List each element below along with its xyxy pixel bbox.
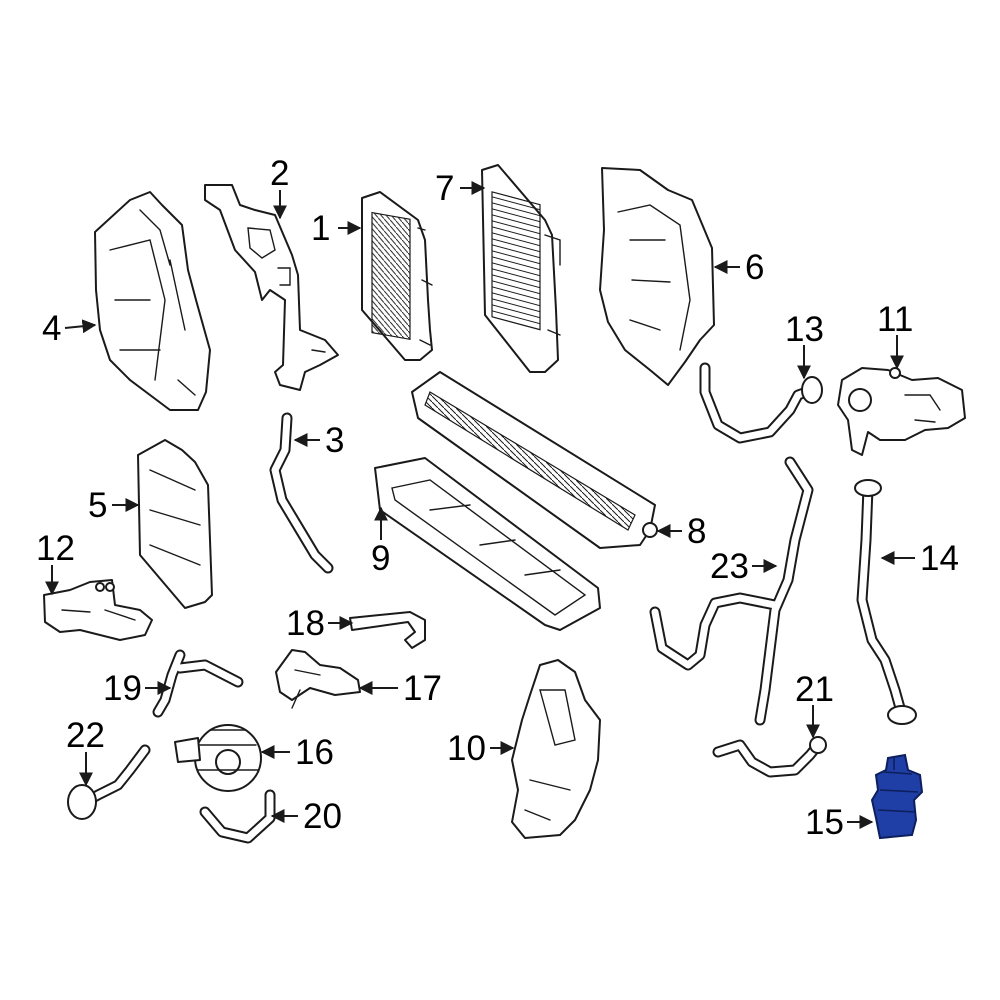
part-4-shroud[interactable]	[94, 191, 211, 411]
callout-10: 10	[447, 729, 486, 768]
part-2-bracket[interactable]	[204, 184, 339, 391]
callout-23: 23	[710, 547, 749, 586]
callout-5: 5	[88, 486, 107, 525]
part-5-control-module[interactable]	[137, 439, 213, 609]
part-22-hose[interactable]	[67, 744, 151, 820]
callout-6: 6	[745, 248, 764, 287]
callout-22: 22	[66, 716, 105, 755]
callout-labels: 1 2 3 4 5 6 7 8 9 10 11 12 13 14 15 16 1…	[36, 154, 959, 842]
part-7-condenser[interactable]	[481, 164, 561, 373]
callout-20: 20	[303, 797, 342, 836]
part-9-tray[interactable]	[374, 457, 601, 631]
part-6-air-duct[interactable]	[599, 167, 715, 386]
callout-3: 3	[325, 421, 344, 460]
callout-21: 21	[795, 670, 834, 709]
part-13-hose[interactable]	[699, 362, 823, 444]
part-23-hose-assembly[interactable]	[649, 456, 814, 726]
callout-19: 19	[103, 669, 142, 708]
part-20-clamp[interactable]	[199, 789, 276, 844]
part-8-intercooler[interactable]	[411, 371, 658, 549]
part-17-bracket[interactable]	[275, 649, 361, 709]
callout-18: 18	[286, 604, 325, 643]
callout-9: 9	[371, 539, 390, 578]
callout-7: 7	[435, 169, 454, 208]
part-21-hose[interactable]	[712, 736, 827, 778]
callout-4: 4	[42, 309, 61, 348]
callout-12: 12	[36, 529, 75, 568]
leader-lines	[45, 181, 915, 829]
callout-1: 1	[311, 209, 330, 248]
callout-17: 17	[403, 669, 442, 708]
part-19-bracket[interactable]	[152, 649, 244, 718]
callout-16: 16	[295, 733, 334, 772]
callout-14: 14	[920, 539, 959, 578]
part-18-clamp[interactable]	[349, 611, 426, 649]
part-14-hose[interactable]	[854, 479, 917, 725]
callout-8: 8	[687, 512, 706, 551]
callout-15: 15	[805, 803, 844, 842]
callout-13: 13	[785, 310, 824, 349]
callout-11: 11	[877, 300, 913, 339]
part-12-bracket[interactable]	[43, 579, 153, 641]
part-3-pipe[interactable]	[269, 412, 334, 574]
part-16-pump[interactable]	[174, 724, 262, 792]
callout-2: 2	[270, 154, 289, 193]
part-10-duct[interactable]	[511, 659, 601, 839]
part-1-radiator[interactable]	[361, 191, 433, 361]
part-15-water-pump[interactable]	[870, 753, 924, 840]
part-11-thermostat[interactable]	[837, 367, 966, 456]
